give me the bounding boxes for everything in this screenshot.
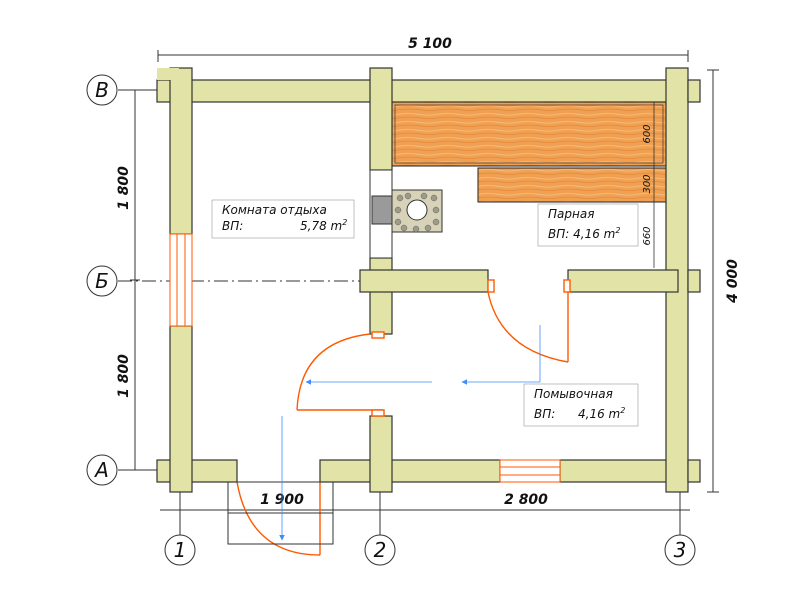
room-area-value-shower: 4,16 m2 [578, 406, 625, 421]
entrance-porch [227, 481, 334, 545]
lower-bench [477, 167, 667, 203]
axis-label-row-b: Б [95, 269, 109, 293]
stove [391, 189, 443, 233]
room-label-rest: Комната отдыха ВП: 5,78 m2 [211, 199, 355, 239]
dim-bench-upper: 600 [642, 124, 653, 143]
room-area-label-shower: ВП: [534, 407, 555, 421]
axis-label-row-v: В [95, 78, 109, 102]
axis-label-col-1: 1 [174, 538, 187, 562]
room-area-label-rest: ВП: [222, 219, 243, 233]
axis-label-col-3: 3 [674, 538, 687, 562]
room-label-shower: Помывочная ВП: 4,16 m2 [523, 383, 639, 427]
window-bottom [499, 459, 561, 483]
room-area-value-rest: 5,78 m2 [300, 218, 347, 233]
dim-bench-offset: 660 [642, 226, 653, 245]
dim-total-height: 4 000 [725, 259, 741, 304]
dim-bottom-right: 2 800 [504, 492, 548, 508]
dim-left-upper: 1 800 [116, 166, 132, 210]
dim-left-lower: 1 800 [116, 354, 132, 398]
walls [156, 67, 701, 493]
stove-back [371, 195, 393, 225]
dim-bench-lower: 300 [642, 174, 653, 193]
movement-arrows [279, 325, 541, 541]
room-label-steam: Парная ВП: 4,16 m2 [537, 203, 639, 247]
dimension-lines [118, 50, 719, 535]
room-name-steam: Парная [548, 207, 594, 221]
room-area-steam: ВП: 4,16 m2 [548, 226, 620, 241]
axis-label-row-a: А [93, 458, 109, 482]
room-name-rest: Комната отдыха [222, 203, 327, 217]
doors [236, 279, 571, 556]
room-name-shower: Помывочная [534, 387, 613, 401]
axis-label-col-2: 2 [374, 538, 387, 562]
dim-total-width: 5 100 [408, 36, 452, 52]
axis-bubbles: В Б А 1 2 3 [86, 74, 696, 566]
upper-bench [391, 101, 667, 167]
window-left [169, 233, 193, 327]
